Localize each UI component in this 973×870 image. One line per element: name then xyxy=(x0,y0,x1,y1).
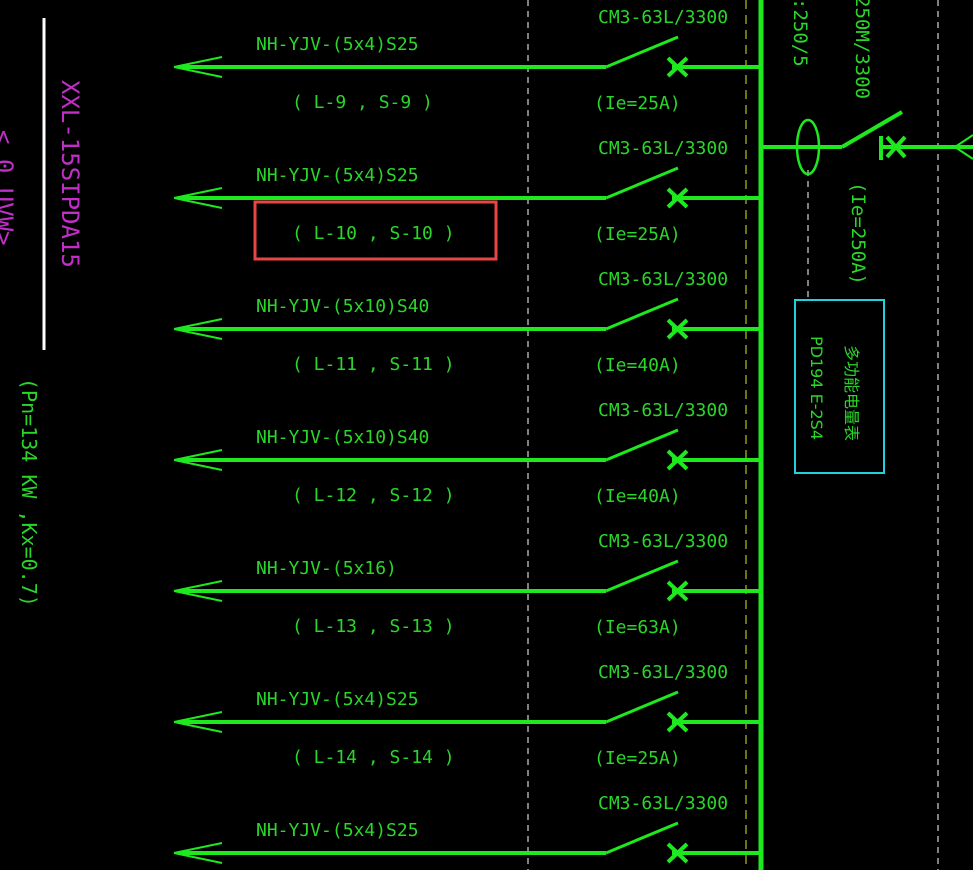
energy-meter-box xyxy=(794,299,885,474)
main-ct-label: :250/5 xyxy=(789,0,811,67)
breaker-rating: (Ie=63A) xyxy=(594,617,681,638)
main-incoming-feed xyxy=(763,110,973,176)
breaker-model: CM3-63L/3300 xyxy=(598,531,728,552)
breaker-contact xyxy=(605,690,679,724)
energy-meter-model: PD194 E-2S4 xyxy=(807,336,826,440)
breaker-x-icon xyxy=(666,449,689,471)
circuit-label[interactable]: ( L-14 , S-14 ) xyxy=(292,747,455,768)
cable-spec: NH-YJV-(5x4)S25 xyxy=(256,165,419,186)
breaker-x-icon xyxy=(666,56,689,78)
breaker-contact xyxy=(605,821,679,855)
breaker-rating: (Ie=25A) xyxy=(594,224,681,245)
panel-name: XXL-15SIPDA15 xyxy=(56,80,84,268)
feeder-arrow-icon xyxy=(173,56,223,78)
circuit-row: NH-YJV-(5x10)S40 CM3-63L/3300 ( L-11 , S-1… xyxy=(173,269,760,376)
circuit-label[interactable]: ( L-13 , S-13 ) xyxy=(292,616,455,637)
panel-load: (Pn=134 KW ,Kx=0.7) xyxy=(17,378,41,607)
circuit-row: NH-YJV-(5x16) CM3-63L/3300 ( L-13 , S-13 )… xyxy=(173,531,760,638)
breaker-rating: (Ie=25A) xyxy=(594,748,681,769)
feeder-arrow-icon xyxy=(173,449,223,471)
main-breaker-contact xyxy=(840,110,904,149)
cable-spec: NH-YJV-(5x4)S25 xyxy=(256,820,419,841)
breaker-contact xyxy=(605,166,679,200)
breaker-rating: (Ie=25A) xyxy=(594,93,681,114)
feeder-arrow-icon xyxy=(173,187,223,209)
breaker-rating: (Ie=40A) xyxy=(594,486,681,507)
breaker-contact xyxy=(605,428,679,462)
cable-spec: NH-YJV-(5x16) xyxy=(256,558,397,579)
main-breaker-rating: (Ie=250A) xyxy=(847,182,869,285)
main-breaker-x-icon xyxy=(885,135,907,159)
panel-name-partial-edge: < 0.UVW> xyxy=(0,130,18,246)
feeder-arrow-icon xyxy=(173,580,223,602)
feeder-arrow-icon xyxy=(173,842,223,864)
breaker-model: CM3-63L/3300 xyxy=(598,269,728,290)
feeder-arrow-icon xyxy=(173,711,223,733)
circuit-row: NH-YJV-(5x10)S40 CM3-63L/3300 ( L-12 , S-1… xyxy=(173,400,760,507)
cable-spec: NH-YJV-(5x10)S40 xyxy=(256,427,429,448)
circuit-label[interactable]: ( L-10 , S-10 ) xyxy=(292,223,455,244)
cable-spec: NH-YJV-(5x4)S25 xyxy=(256,689,419,710)
breaker-x-icon xyxy=(666,842,689,864)
breaker-x-icon xyxy=(666,318,689,340)
circuit-label[interactable]: ( L-12 , S-12 ) xyxy=(292,485,455,506)
breaker-model: CM3-63L/3300 xyxy=(598,138,728,159)
main-breaker-model-partial: 250M/3300 xyxy=(851,0,873,99)
current-transformer-icon xyxy=(795,118,821,176)
breaker-x-icon xyxy=(666,580,689,602)
breaker-contact xyxy=(605,559,679,593)
selected-circuit-highlight xyxy=(253,200,498,261)
energy-meter-type: 多功能电量表 xyxy=(842,345,861,441)
circuit-row: NH-YJV-(5x4)S25 CM3-63L/3300 ( L-10 , S-10… xyxy=(173,138,760,245)
cable-spec: NH-YJV-(5x4)S25 xyxy=(256,34,419,55)
circuit-row: NH-YJV-(5x4)S25 CM3-63L/3300 ( L-9 , S-9 )… xyxy=(173,7,760,114)
breaker-contact xyxy=(605,297,679,331)
breaker-x-icon xyxy=(666,711,689,733)
breaker-model: CM3-63L/3300 xyxy=(598,400,728,421)
breaker-x-icon xyxy=(666,187,689,209)
feeder-arrow-icon xyxy=(173,318,223,340)
circuit-row: NH-YJV-(5x4)S25 CM3-63L/3300 ( L-14 , S-14… xyxy=(173,662,760,769)
breaker-model: CM3-63L/3300 xyxy=(598,793,728,814)
breaker-rating: (Ie=40A) xyxy=(594,355,681,376)
breaker-model: CM3-63L/3300 xyxy=(598,7,728,28)
circuit-row: NH-YJV-(5x4)S25 CM3-63L/3300 xyxy=(173,793,760,864)
circuit-label[interactable]: ( L-11 , S-11 ) xyxy=(292,354,455,375)
breaker-contact xyxy=(605,35,679,69)
cable-spec: NH-YJV-(5x10)S40 xyxy=(256,296,429,317)
circuit-label[interactable]: ( L-9 , S-9 ) xyxy=(292,92,433,113)
breaker-model: CM3-63L/3300 xyxy=(598,662,728,683)
